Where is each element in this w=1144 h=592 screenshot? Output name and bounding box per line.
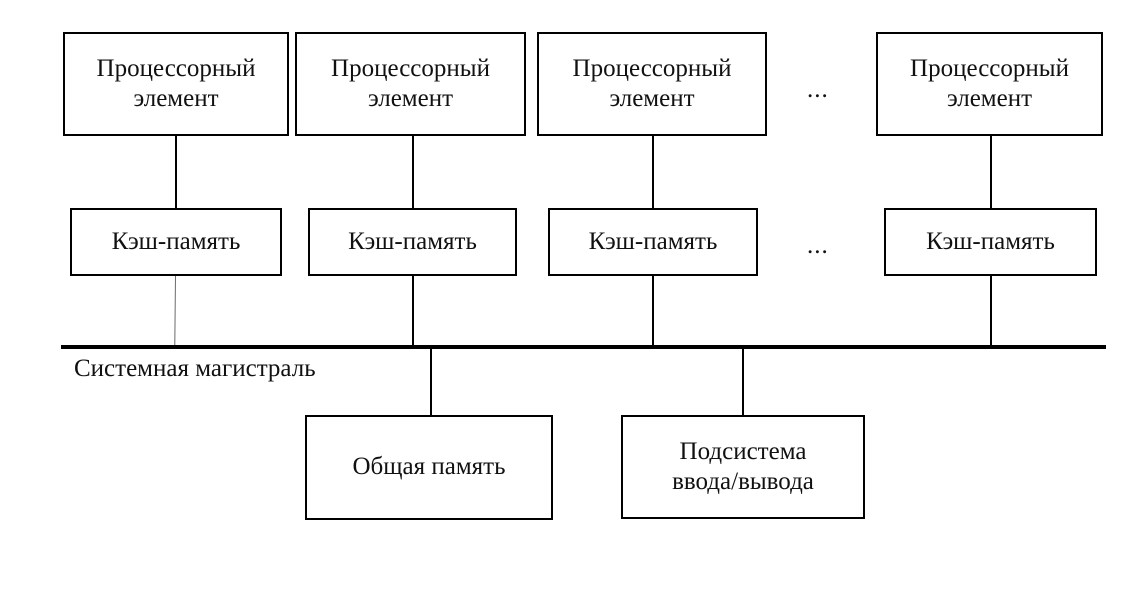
- processor-element-box-3[interactable]: Процессорный элемент: [537, 32, 767, 136]
- cache-memory-box-3[interactable]: Кэш-память: [548, 208, 758, 276]
- processor-element-label-1: Процессорный элемент: [96, 54, 256, 113]
- cache-memory-box-4[interactable]: Кэш-память: [884, 208, 1097, 276]
- processor-element-label-4: Процессорный элемент: [910, 54, 1069, 113]
- cache-memory-label-3: Кэш-память: [588, 227, 718, 255]
- connector-cache-4-to-bus: [990, 276, 992, 347]
- connector-cache-1-to-bus: [174, 275, 176, 348]
- system-bus-label: Системная магистраль: [74, 355, 316, 382]
- cache-row-ellipsis: ...: [807, 232, 829, 259]
- io-subsystem-label: Подсистема ввода/вывода: [672, 437, 814, 496]
- connector-processor-4-to-cache-4: [990, 136, 992, 208]
- shared-memory-label: Общая память: [352, 453, 506, 481]
- cache-memory-label-2: Кэш-память: [348, 227, 477, 255]
- connector-bus-to-io-subsystem: [742, 349, 744, 416]
- processor-element-box-2[interactable]: Процессорный элемент: [295, 32, 526, 136]
- connector-processor-3-to-cache-3: [652, 136, 654, 208]
- shared-memory-box[interactable]: Общая память: [305, 415, 553, 520]
- cache-memory-label-1: Кэш-память: [111, 227, 241, 255]
- cache-memory-box-2[interactable]: Кэш-память: [308, 208, 517, 276]
- connector-processor-2-to-cache-2: [412, 136, 414, 208]
- processor-element-box-4[interactable]: Процессорный элемент: [876, 32, 1103, 136]
- connector-cache-3-to-bus: [652, 276, 654, 347]
- connector-bus-to-shared-memory: [430, 349, 432, 416]
- system-bus-line: [61, 345, 1106, 349]
- processor-element-label-2: Процессорный элемент: [331, 54, 490, 113]
- connector-processor-1-to-cache-1: [175, 136, 177, 208]
- io-subsystem-box[interactable]: Подсистема ввода/вывода: [621, 415, 865, 519]
- processor-element-label-3: Процессорный элемент: [572, 54, 732, 113]
- processor-row-ellipsis: ...: [807, 76, 829, 103]
- cache-memory-box-1[interactable]: Кэш-память: [70, 208, 282, 276]
- processor-element-box-1[interactable]: Процессорный элемент: [63, 32, 289, 136]
- cache-memory-label-4: Кэш-память: [926, 227, 1055, 255]
- connector-cache-2-to-bus: [412, 276, 414, 347]
